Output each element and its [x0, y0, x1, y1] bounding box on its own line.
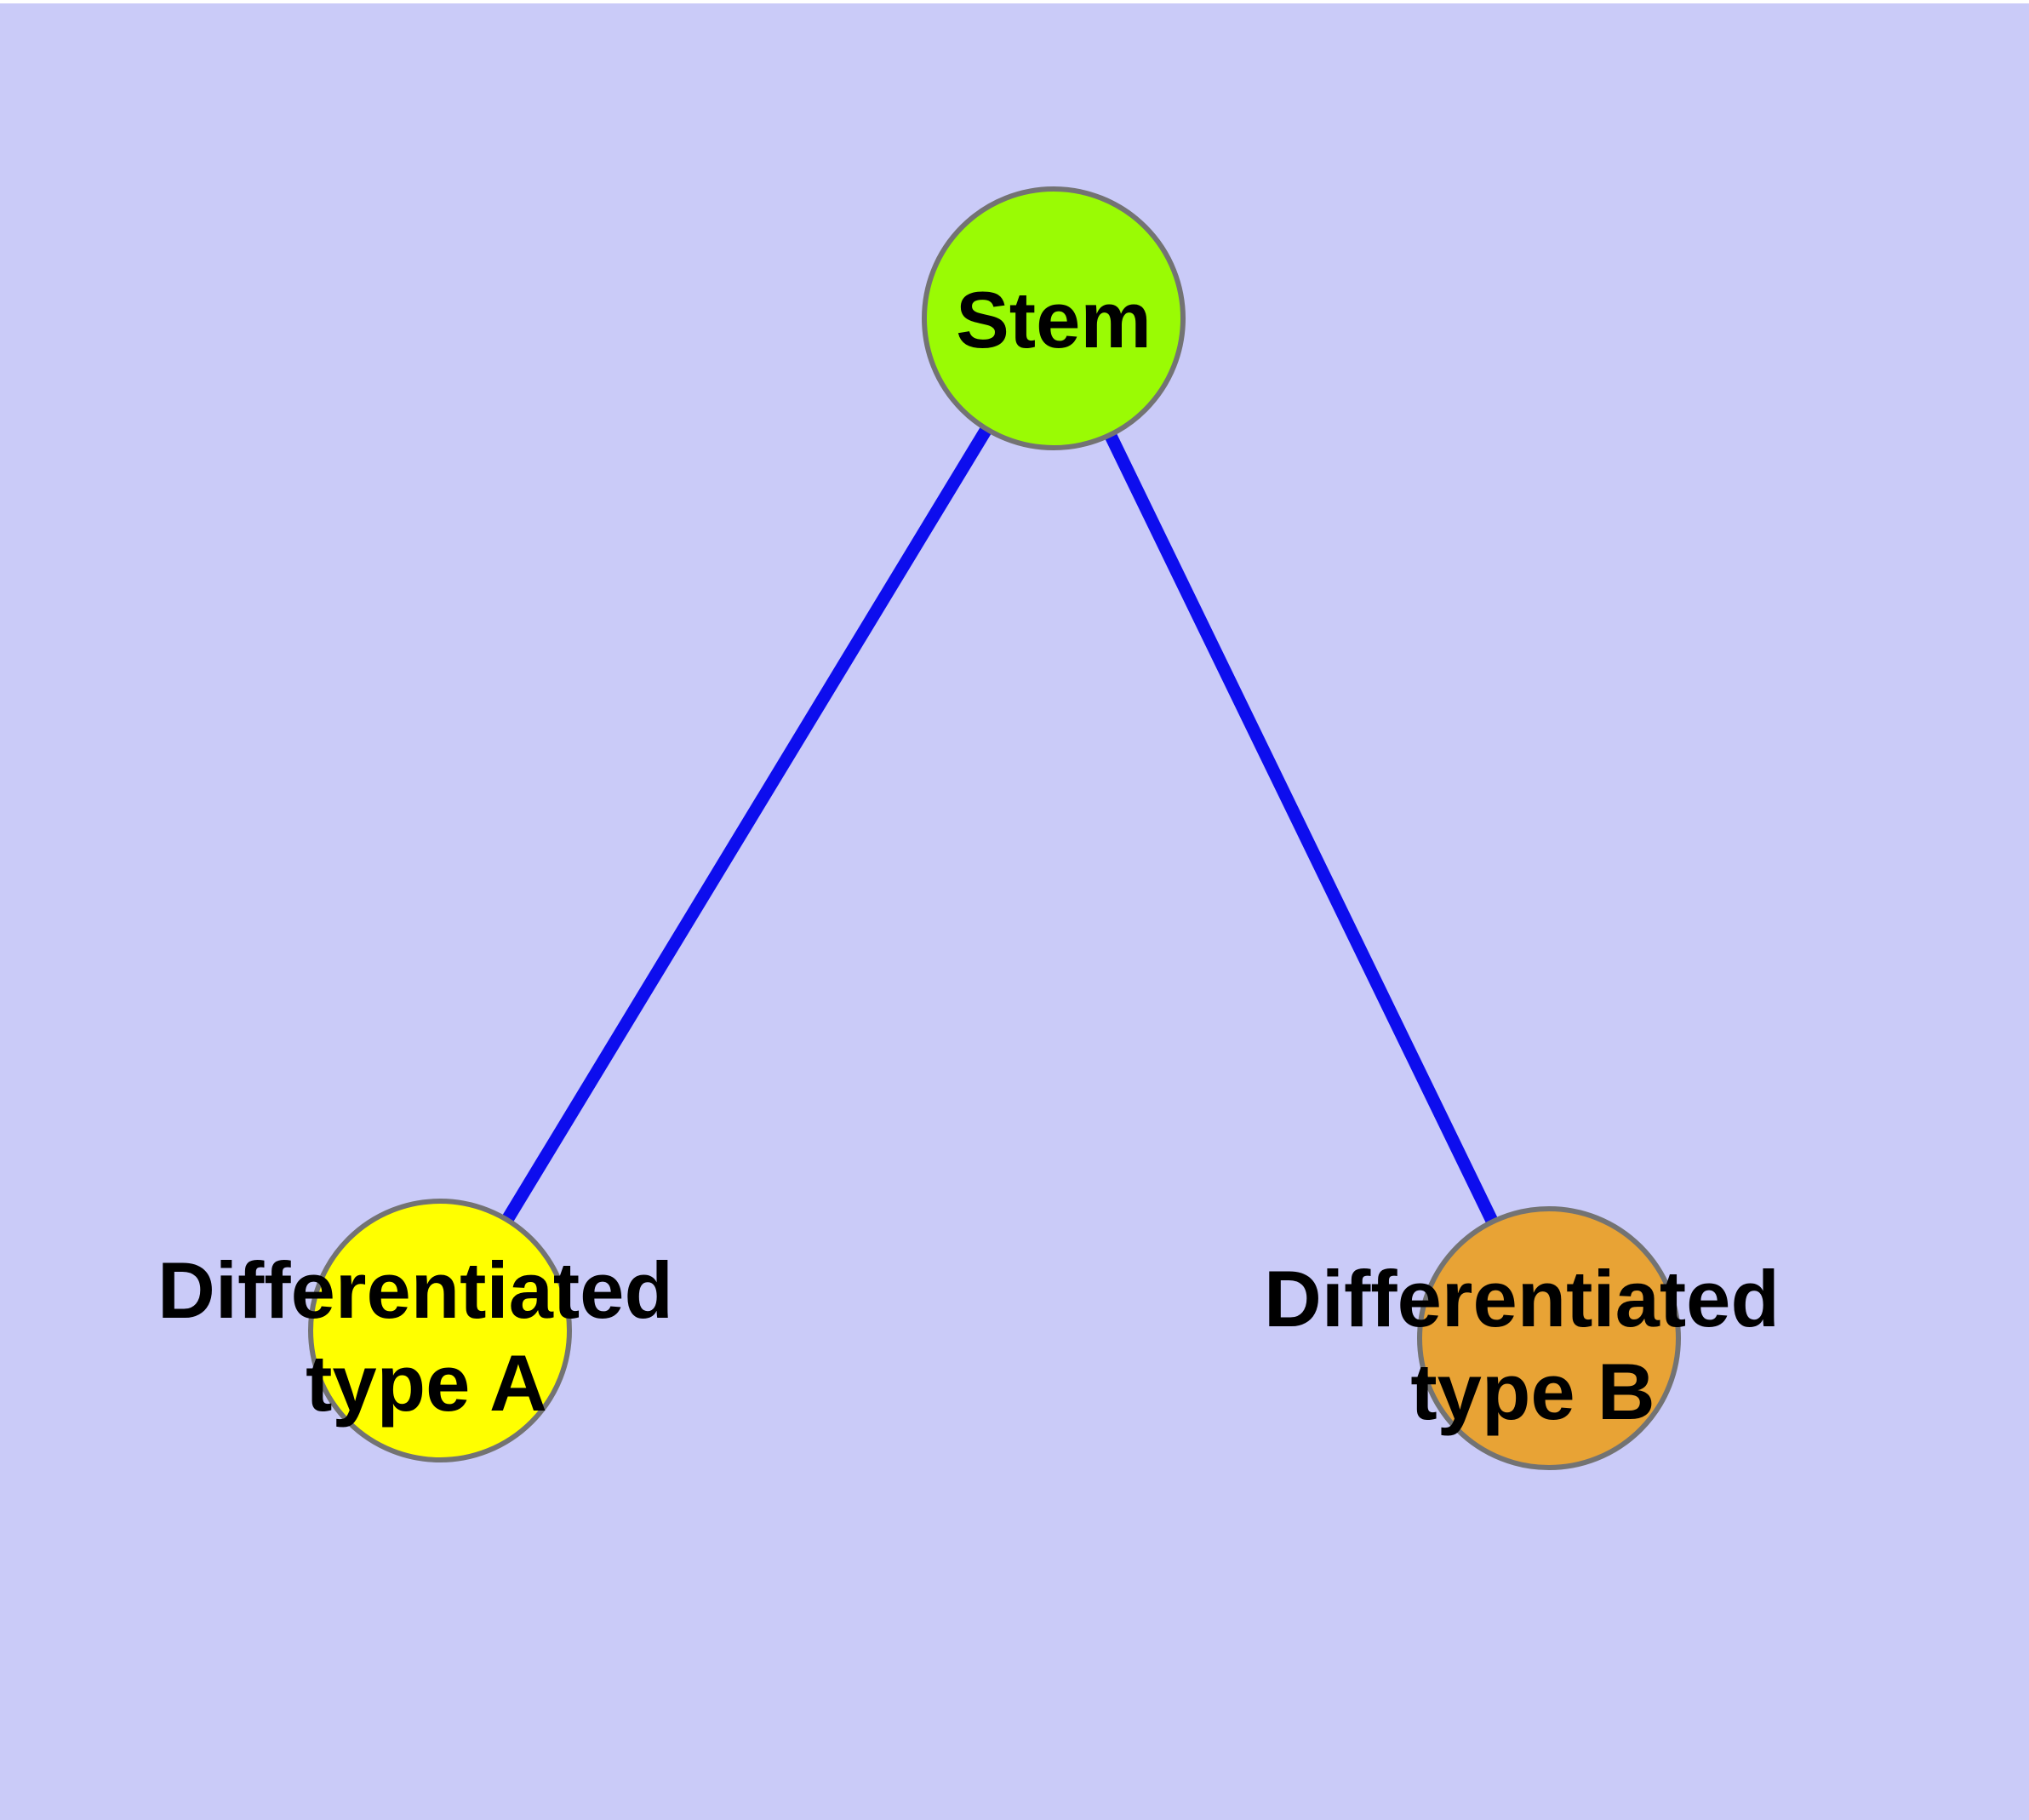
node-stem-label: Stem	[956, 275, 1152, 364]
node-differentiated-type-b-label-line2: type B	[1410, 1347, 1655, 1436]
node-differentiated-type-b-circle	[1417, 1206, 1681, 1470]
node-differentiated-type-a-label: Differentiated type A	[157, 1245, 695, 1428]
node-differentiated-type-a-label-line2: type A	[306, 1338, 547, 1428]
node-differentiated-type-a-circle	[308, 1199, 572, 1462]
node-differentiated-type-b-label: Differentiated type B	[1264, 1254, 1802, 1436]
edge-stem-to-type-a	[434, 315, 1060, 1334]
node-differentiated-type-b-label-line1: Differentiated	[1264, 1254, 1780, 1343]
node-differentiated-type-a-label-line1: Differentiated	[157, 1245, 673, 1335]
node-stem-circle	[922, 186, 1186, 450]
edge-stem-to-type-b	[1048, 315, 1555, 1342]
